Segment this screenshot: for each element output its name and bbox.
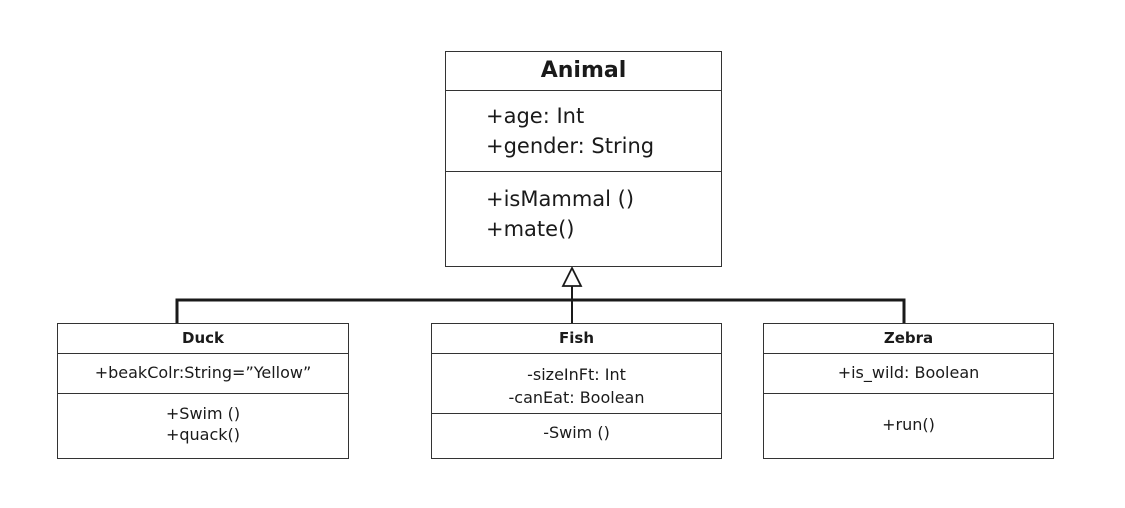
class-fish[interactable]: Fish -sizeInFt: Int -canEat: Boolean -Sw…	[431, 323, 722, 459]
class-name-zebra: Zebra	[883, 329, 934, 347]
generalization-arrowhead	[561, 265, 583, 287]
attribute-age: +age: Int	[486, 104, 585, 128]
operations-animal: +isMammal () +mate()	[446, 171, 721, 265]
attributes-animal: +age: Int +gender: String	[446, 90, 721, 171]
operation-is-mammal: +isMammal ()	[486, 187, 635, 211]
class-duck[interactable]: Duck +beakColr:String=”Yellow” +Swim () …	[57, 323, 349, 459]
attributes-fish: -sizeInFt: Int -canEat: Boolean	[432, 353, 721, 413]
attribute-gender: +gender: String	[486, 134, 655, 158]
attribute-size-in-ft: -sizeInFt: Int	[527, 365, 626, 384]
class-name-duck: Duck	[182, 329, 224, 347]
class-name-fish: Fish	[559, 329, 594, 347]
operations-fish: -Swim ()	[432, 413, 721, 458]
operation-swim: -Swim ()	[543, 423, 610, 442]
inheritance-branch-line	[175, 298, 906, 323]
operations-duck: +Swim () +quack()	[58, 393, 348, 458]
attribute-can-eat: -canEat: Boolean	[508, 388, 645, 407]
operation-mate: +mate()	[486, 217, 575, 241]
attribute-beak-color: +beakColr:String=”Yellow”	[94, 363, 312, 382]
class-animal[interactable]: Animal +age: Int +gender: String +isMamm…	[445, 51, 722, 267]
attributes-duck: +beakColr:String=”Yellow”	[58, 353, 348, 393]
operations-zebra: +run()	[764, 393, 1053, 458]
attributes-zebra: +is_wild: Boolean	[764, 353, 1053, 393]
class-name-animal: Animal	[540, 58, 627, 83]
operation-swim: +Swim ()	[165, 404, 241, 423]
class-zebra[interactable]: Zebra +is_wild: Boolean +run()	[763, 323, 1054, 459]
attribute-is-wild: +is_wild: Boolean	[837, 363, 980, 382]
operation-run: +run()	[882, 415, 935, 434]
operation-quack: +quack()	[165, 425, 241, 444]
